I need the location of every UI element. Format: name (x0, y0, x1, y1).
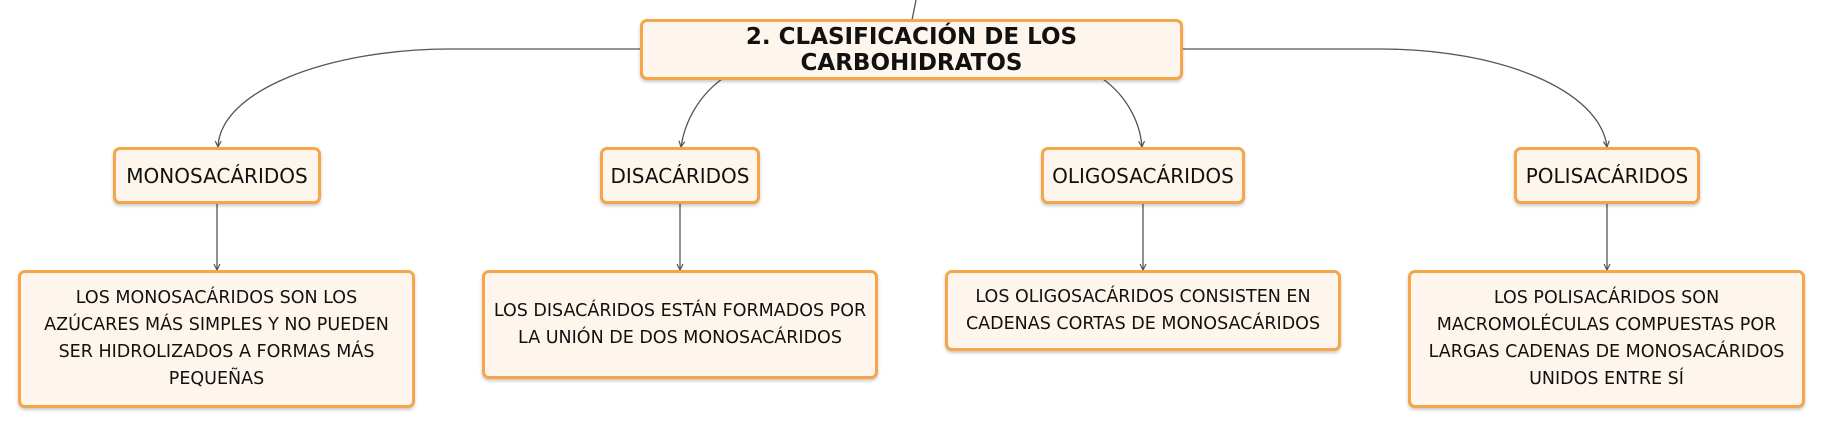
category-node-disacaridos[interactable]: DISACÁRIDOS (600, 147, 760, 204)
description-node-oligosacaridos[interactable]: LOS OLIGOSACÁRIDOS CONSISTEN EN CADENAS … (945, 270, 1341, 351)
category-node-polisacaridos[interactable]: POLISACÁRIDOS (1514, 147, 1700, 204)
description-node-disacaridos[interactable]: LOS DISACÁRIDOS ESTÁN FORMADOS POR LA UN… (482, 270, 878, 379)
category-node-oligosacaridos[interactable]: OLIGOSACÁRIDOS (1041, 147, 1245, 204)
connector-root-monosacaridos (218, 48, 640, 147)
connector-root-disacaridos (681, 78, 723, 147)
description-node-polisacaridos[interactable]: LOS POLISACÁRIDOS SON MACROMOLÉCULAS COM… (1408, 270, 1805, 408)
connector-root-oligosacaridos (1102, 78, 1142, 147)
description-node-monosacaridos[interactable]: LOS MONOSACÁRIDOS SON LOS AZÚCARES MÁS S… (18, 270, 415, 408)
root-node[interactable]: 2. CLASIFICACIÓN DE LOS CARBOHIDRATOS (640, 19, 1183, 80)
parent-connector (911, 0, 917, 21)
connector-root-polisacaridos (1183, 48, 1607, 147)
category-node-monosacaridos[interactable]: MONOSACÁRIDOS (113, 147, 321, 204)
